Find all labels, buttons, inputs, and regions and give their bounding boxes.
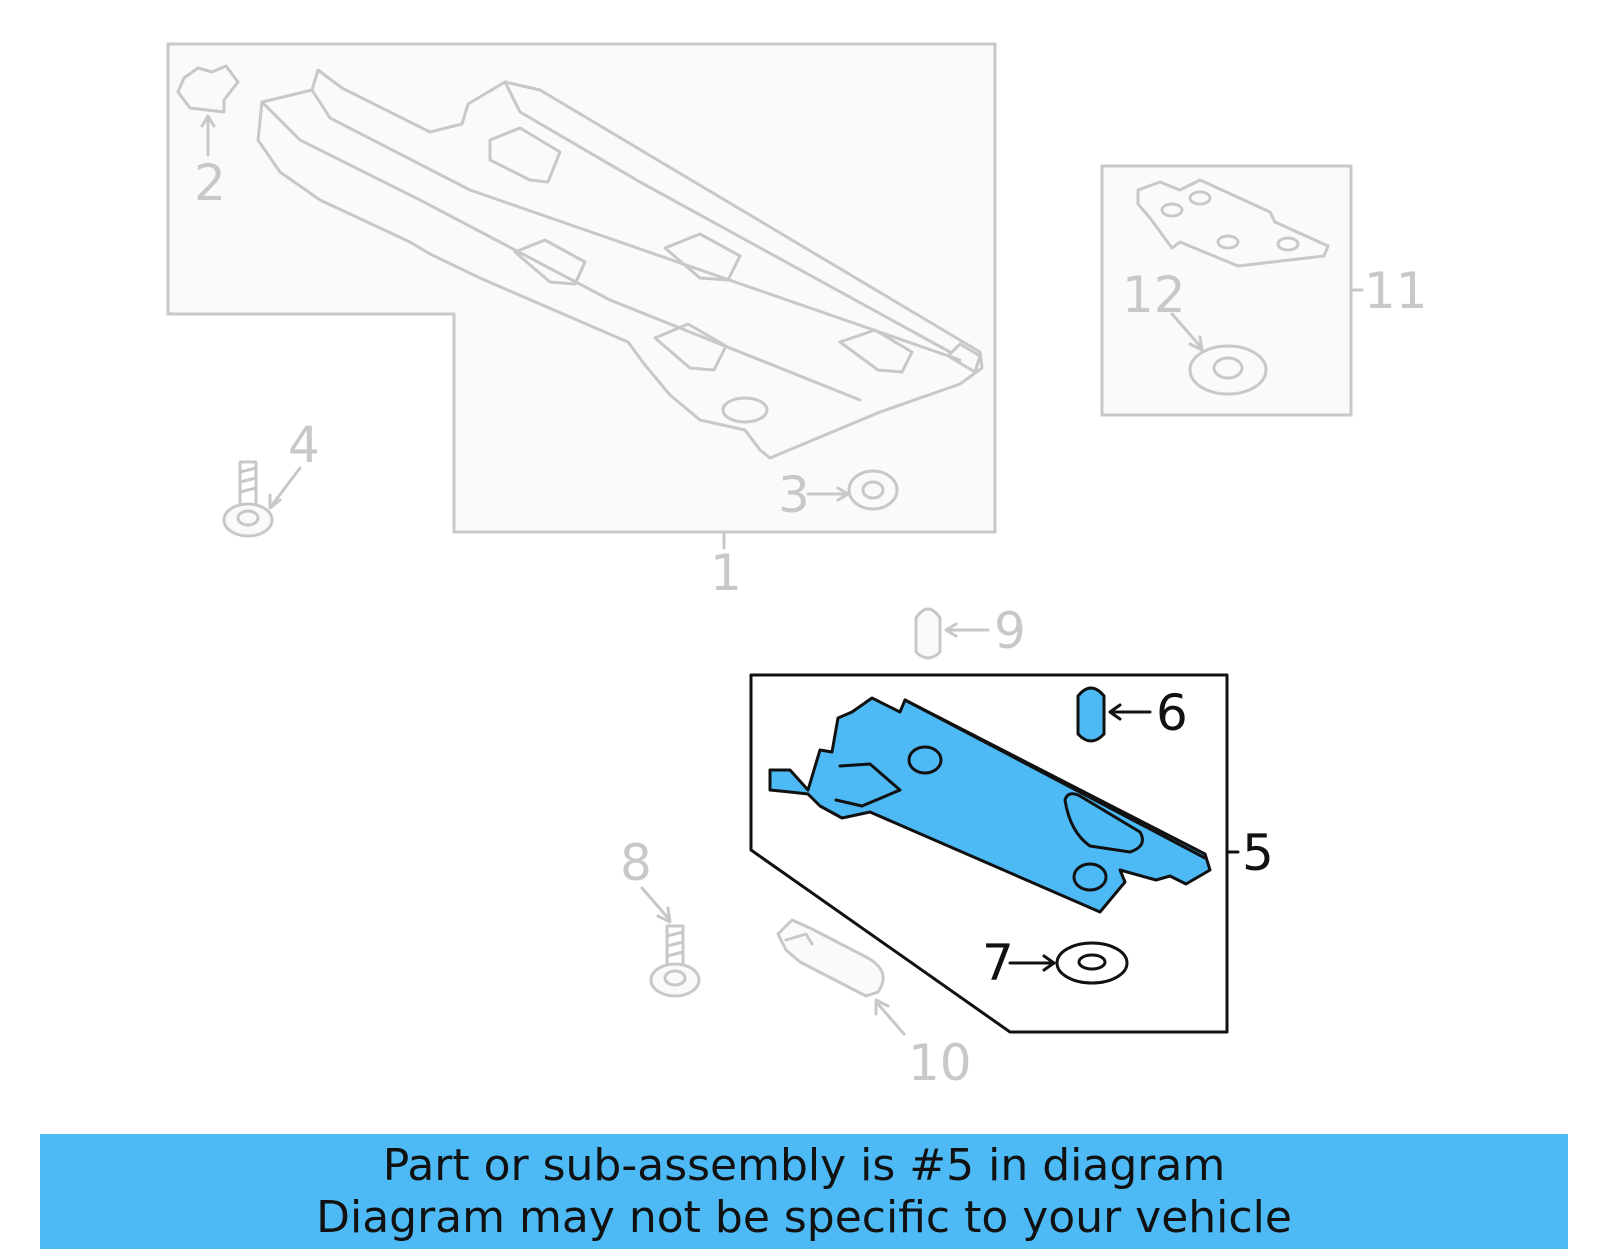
part-6-arrow	[1108, 703, 1122, 721]
panel-hole	[721, 396, 769, 424]
callout-10: 10	[908, 1034, 972, 1092]
part-5-detail-b	[903, 698, 1207, 860]
part-12-clip	[1188, 344, 1268, 396]
panel-tab-5	[838, 328, 914, 374]
panel-tab-4	[653, 322, 728, 372]
part-11-hole-b	[1188, 190, 1212, 206]
panel-ridge-2	[260, 100, 862, 402]
part-5-detail-a	[834, 762, 902, 808]
part-8-group: 8	[620, 834, 701, 998]
undercover-panel	[256, 68, 984, 460]
part-4-bolt-head	[222, 502, 274, 538]
part-10-arrow	[874, 998, 890, 1016]
banner-line-2: Diagram may not be specific to your vehi…	[316, 1192, 1292, 1243]
assembly-11-group: 11 12	[1100, 164, 1428, 417]
part-11-hole-d	[1276, 236, 1300, 252]
callout-7: 7	[982, 934, 1014, 992]
part-4-arrow	[268, 493, 282, 510]
banner-line-1: Part or sub-assembly is #5 in diagram	[382, 1140, 1226, 1191]
part-11-hole-c	[1216, 234, 1240, 250]
callout-4: 4	[288, 416, 320, 474]
part-4-group: 4	[222, 416, 320, 538]
part-8-bolt-washer	[663, 969, 687, 987]
callout-2: 2	[194, 154, 226, 212]
part-3-nut-hole	[861, 480, 885, 500]
part-9-arrow	[944, 622, 958, 638]
part-10-leader	[876, 1002, 906, 1036]
assembly-5-group: 5 6 7	[749, 673, 1274, 1034]
panel-ridge-1	[310, 88, 962, 362]
part-11-hole-a	[1160, 202, 1184, 218]
part-10-cover	[776, 918, 885, 998]
part-10-group: 10	[776, 918, 972, 1092]
part-3-arrow	[836, 486, 850, 502]
part-6-pin	[1076, 686, 1106, 743]
info-banner: Part or sub-assembly is #5 in diagram Di…	[40, 1134, 1568, 1249]
part-5-boss	[1063, 792, 1144, 854]
panel-tab-3	[513, 238, 587, 286]
callout-12: 12	[1122, 266, 1186, 324]
part-12-clip-hole	[1212, 356, 1244, 380]
part-7-arrow	[1042, 954, 1056, 972]
panel-tab-1	[488, 126, 562, 184]
part-8-leader	[640, 886, 670, 920]
part-3-nut	[847, 469, 899, 511]
callout-6: 6	[1156, 684, 1188, 742]
callout-3: 3	[778, 466, 810, 524]
part-11-bracket	[1136, 178, 1330, 268]
panel-end-cap	[946, 342, 982, 374]
part-5-bracket	[768, 696, 1212, 914]
part-8-bolt-shaft	[665, 924, 685, 970]
part-2-arrow	[200, 114, 216, 128]
callout-5: 5	[1242, 824, 1274, 882]
callout-11: 11	[1364, 262, 1428, 320]
part-12-arrow	[1188, 335, 1204, 352]
part-4-bolt-shaft	[238, 460, 258, 510]
part-10-cover-detail	[784, 932, 814, 946]
part-7-washer-hole	[1077, 953, 1107, 971]
part-4-bolt-washer	[236, 509, 260, 527]
part-2-clip	[176, 64, 240, 114]
callout-9: 9	[994, 602, 1026, 660]
part-8-bolt-head	[649, 962, 701, 998]
part-9-group: 9	[914, 602, 1026, 660]
assembly-1-group: 2 3 1	[166, 42, 997, 602]
panel-ridge-3	[503, 80, 952, 354]
callout-8: 8	[620, 834, 652, 892]
part-4-leader	[270, 466, 302, 507]
part-8-arrow	[656, 906, 672, 924]
part-5-hole-b	[1072, 862, 1108, 892]
part-12-leader	[1170, 312, 1202, 348]
panel-tab-2	[663, 232, 742, 282]
part-7-washer	[1055, 941, 1129, 985]
part-9-pin	[914, 607, 942, 660]
part-5-hole-a	[907, 745, 943, 775]
callout-1: 1	[710, 544, 742, 602]
